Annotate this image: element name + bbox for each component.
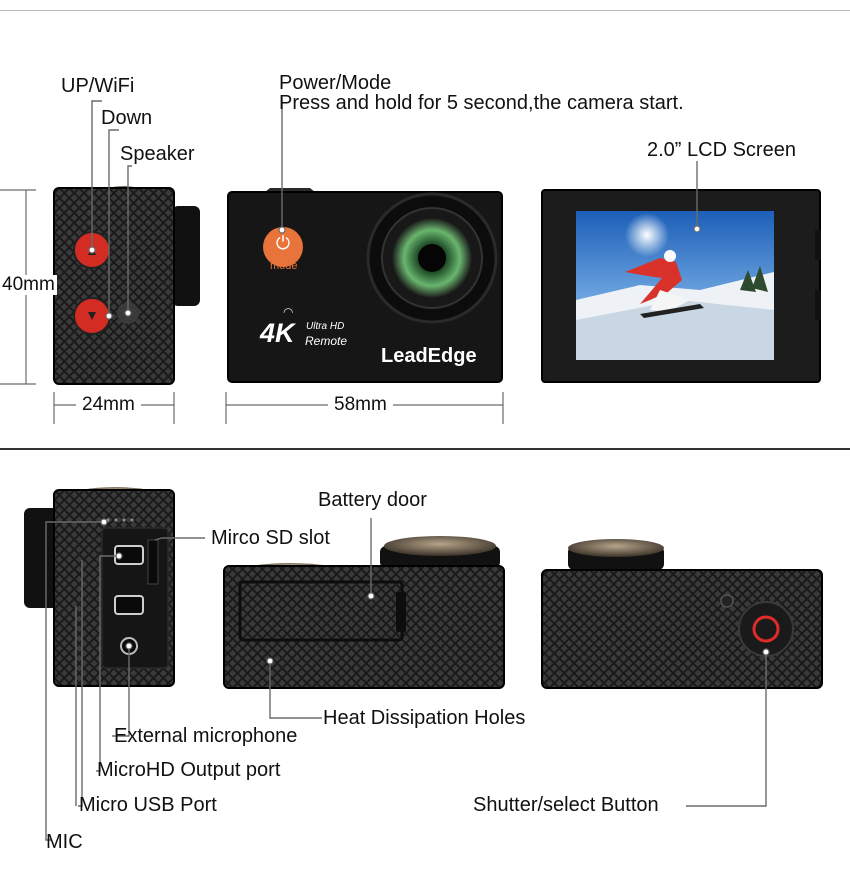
bottom-leader-dots (100, 518, 770, 665)
shutter-camera (541, 539, 823, 689)
bottom-leader-lines (45, 518, 767, 841)
dim-width: 58mm (328, 395, 393, 415)
label-heat-holes: Heat Dissipation Holes (323, 707, 526, 729)
side-view-camera (53, 186, 200, 385)
label-shutter-button: Shutter/select Button (473, 794, 659, 816)
dim-height: 40mm (0, 274, 57, 295)
lcd-screen (576, 211, 774, 360)
power-icon: ⏻ (275, 233, 291, 253)
label-up-wifi: UP/WiFi (61, 75, 135, 97)
label-mic: MIC (46, 831, 83, 853)
wifi-icon: ◠ (283, 305, 294, 319)
label-power-hint: Press and hold for 5 second,the camera s… (279, 92, 684, 114)
label-lcd-screen: 2.0” LCD Screen (647, 139, 796, 161)
middle-divider (0, 448, 850, 450)
back-view-camera (541, 189, 821, 383)
label-hd-port: MicroHD Output port (97, 759, 281, 781)
top-leader-lines (91, 98, 698, 316)
label-power-mode: Power/Mode (279, 72, 392, 94)
mode-button-text: mode (270, 260, 298, 272)
badge-4k: 4K (260, 318, 295, 348)
label-sd-slot: Mirco SD slot (211, 527, 330, 549)
label-down: Down (101, 107, 153, 129)
label-speaker: Speaker (120, 143, 195, 165)
dim-depth: 24mm (76, 395, 141, 415)
port-side-camera (24, 487, 175, 687)
front-view-camera (227, 188, 503, 383)
label-battery-door: Battery door (318, 489, 427, 511)
brand-logo: LeadEdge (381, 345, 477, 367)
badge-ultra-hd: Ultra HD (306, 321, 345, 332)
top-divider (0, 10, 850, 11)
badge-remote: Remote (305, 334, 348, 348)
label-external-mic: External microphone (114, 725, 298, 747)
label-usb-port: Micro USB Port (79, 794, 217, 816)
battery-door-camera (223, 536, 505, 689)
top-leader-dots (88, 225, 701, 320)
